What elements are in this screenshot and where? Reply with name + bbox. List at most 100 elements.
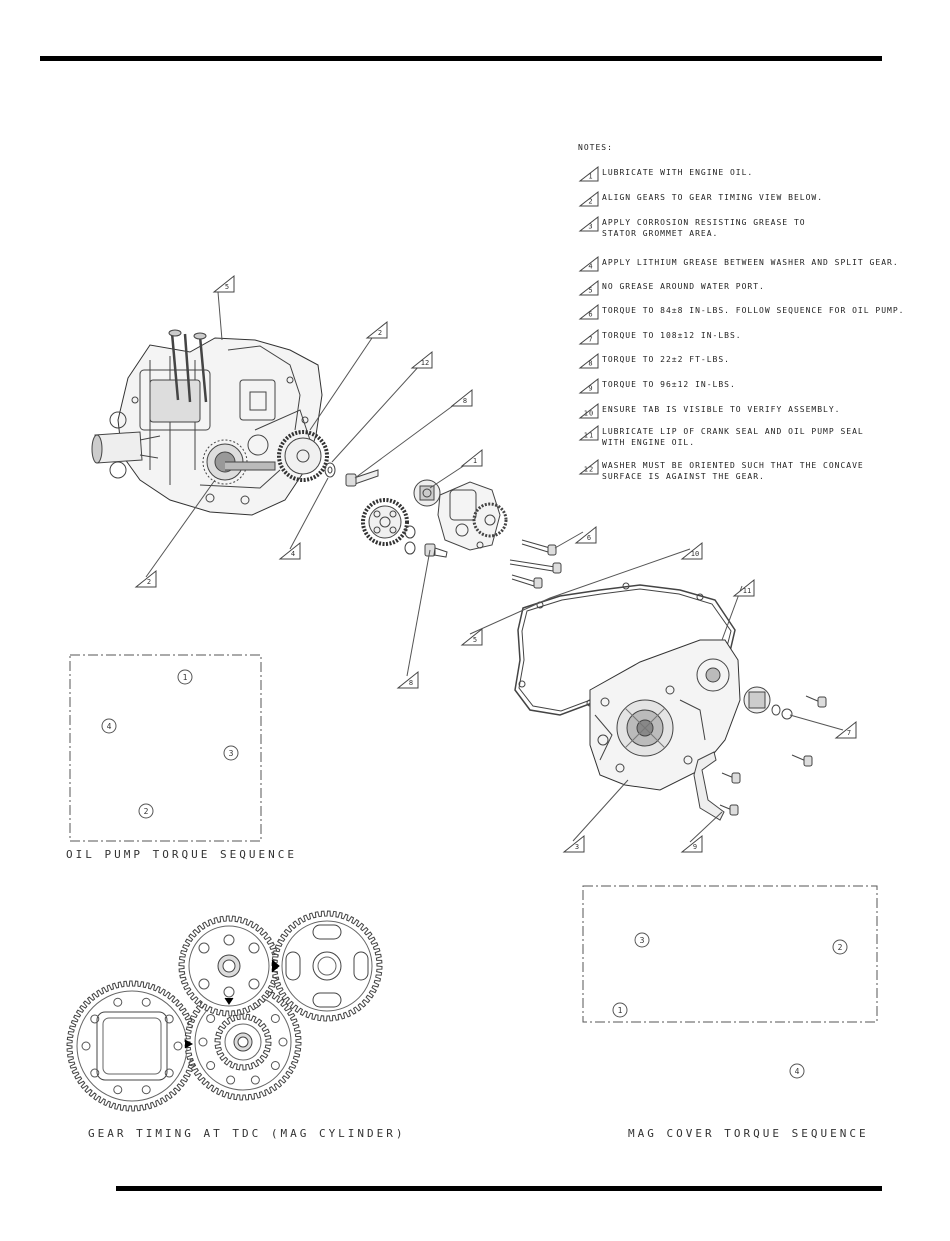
note-text: TORQUE TO 84±8 IN-LBS. FOLLOW SEQUENCE F…	[602, 306, 905, 315]
callout-label: 12	[421, 359, 429, 367]
callout-label: 11	[743, 587, 751, 595]
note-triangle-icon: 11	[578, 424, 600, 442]
callout-triangle: 5	[212, 274, 235, 293]
callout-triangle: 10	[680, 541, 703, 560]
callout-label: 5	[473, 636, 477, 644]
note-text: TORQUE TO 22±2 FT-LBS.	[602, 355, 730, 364]
note-item: 7 TORQUE TO 108±12 IN-LBS.	[578, 328, 742, 346]
note-number: 2	[588, 198, 593, 206]
note-triangle-icon: 6	[578, 303, 600, 321]
balance-timing-gear	[178, 915, 280, 1017]
sequence-number: 1	[618, 1006, 623, 1015]
gear-timing-view	[66, 910, 383, 1112]
note-number: 3	[588, 223, 593, 231]
callout-triangle: 7	[834, 720, 857, 739]
sequence-number: 2	[144, 807, 149, 816]
sequence-number: 2	[838, 943, 843, 952]
callout-triangle: 9	[680, 834, 703, 853]
top-rule	[40, 56, 882, 61]
note-number: 4	[588, 263, 593, 271]
oil-pump-sequence-points: 1 4 3 2	[101, 669, 239, 819]
note-text: ENSURE TAB IS VISIBLE TO VERIFY ASSEMBLY…	[602, 405, 841, 414]
callout-triangle: 8	[450, 388, 473, 407]
note-text: TORQUE TO 108±12 IN-LBS.	[602, 331, 742, 340]
callout-triangle: 4	[278, 541, 301, 560]
sequence-number: 4	[107, 722, 112, 731]
callout-label: 4	[291, 550, 295, 558]
callout-label: 8	[409, 679, 413, 687]
note-triangle-icon: 8	[578, 352, 600, 370]
note-text: NO GREASE AROUND WATER PORT.	[602, 282, 765, 291]
torque-sequence-point: 2	[138, 803, 154, 819]
callout-triangle: 1	[460, 448, 483, 467]
callout-label: 5	[225, 283, 229, 291]
callout-label: 2	[378, 329, 382, 337]
note-number: 9	[588, 385, 593, 393]
callout-label: 7	[847, 729, 851, 737]
callout-triangle: 2	[365, 320, 388, 339]
callout-triangle: 11	[732, 578, 755, 597]
torque-sequence-point: 2	[832, 939, 848, 955]
note-text: WASHER MUST BE ORIENTED SUCH THAT THE CO…	[602, 461, 864, 481]
callout-label: 8	[463, 397, 467, 405]
note-number: 5	[588, 287, 593, 295]
mag-cover-sequence-title: MAG COVER TORQUE SEQUENCE	[628, 1127, 869, 1140]
note-number: 8	[588, 360, 593, 368]
note-triangle-icon: 2	[578, 190, 600, 208]
callout-label: 9	[693, 843, 697, 851]
timing-mark-icon	[224, 997, 234, 1005]
note-item: 6 TORQUE TO 84±8 IN-LBS. FOLLOW SEQUENCE …	[578, 303, 905, 321]
note-triangle-icon: 5	[578, 279, 600, 297]
oil-pump-housing	[437, 481, 508, 551]
note-number: 6	[588, 311, 593, 319]
cam-timing-gear	[271, 910, 383, 1022]
callout-label: 1	[473, 457, 477, 465]
torque-sequence-point: 3	[223, 745, 239, 761]
oil-pump-sequence-box	[69, 654, 262, 842]
note-item: 5 NO GREASE AROUND WATER PORT.	[578, 279, 765, 297]
note-triangle-icon: 1	[578, 165, 600, 183]
bracket	[693, 751, 725, 821]
callout-triangle: 12	[410, 350, 433, 369]
note-text: LUBRICATE LIP OF CRANK SEAL AND OIL PUMP…	[602, 427, 864, 447]
callout-triangle: 6	[574, 525, 597, 544]
callout-label: 6	[587, 534, 591, 542]
note-number: 7	[588, 336, 593, 344]
callout-triangle: 5	[460, 627, 483, 646]
note-text: LUBRICATE WITH ENGINE OIL.	[602, 168, 754, 177]
note-text: ALIGN GEARS TO GEAR TIMING VIEW BELOW.	[602, 193, 824, 202]
leader-lines	[145, 291, 844, 843]
note-number: 12	[584, 466, 594, 474]
note-number: 10	[584, 410, 594, 418]
note-item: 10 ENSURE TAB IS VISIBLE TO VERIFY ASSEMB…	[578, 402, 841, 420]
mag-cover	[589, 639, 741, 791]
note-number: 1	[588, 173, 593, 181]
cover-bolts	[719, 695, 827, 816]
mag-cover-sequence-points: 3 2 1 4	[612, 932, 848, 1079]
callout-triangle: 2	[134, 569, 157, 588]
note-item: 2 ALIGN GEARS TO GEAR TIMING VIEW BELOW.	[578, 190, 824, 208]
callout-label: 3	[575, 843, 579, 851]
balance-gear	[361, 498, 409, 546]
split-timing-gear	[214, 1013, 272, 1071]
idler-gear	[277, 430, 336, 482]
sequence-number: 3	[640, 936, 645, 945]
oil-pump-sequence-title: OIL PUMP TORQUE SEQUENCE	[66, 848, 297, 861]
notes-header: NOTES:	[578, 143, 613, 152]
note-text: APPLY CORROSION RESISTING GREASE TO STAT…	[602, 218, 806, 238]
note-text: APPLY LITHIUM GREASE BETWEEN WASHER AND …	[602, 258, 899, 267]
callout-triangle: 3	[562, 834, 585, 853]
bottom-rule	[116, 1186, 882, 1191]
water-pump-impeller	[743, 686, 793, 720]
note-triangle-icon: 3	[578, 215, 600, 233]
note-triangle-icon: 7	[578, 328, 600, 346]
torque-sequence-point: 1	[177, 669, 193, 685]
timing-mark-icon	[271, 959, 280, 973]
crank-gear	[66, 980, 198, 1112]
torque-sequence-point: 3	[634, 932, 650, 948]
sequence-number: 4	[795, 1067, 800, 1076]
